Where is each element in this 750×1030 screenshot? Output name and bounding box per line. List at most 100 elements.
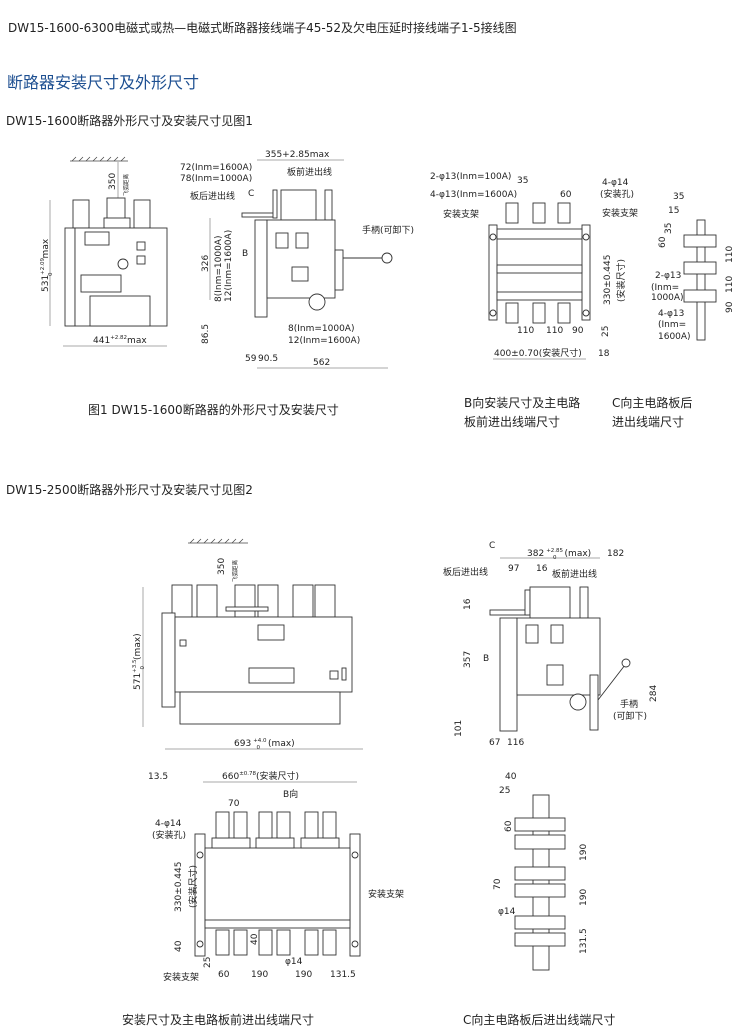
arc-distance-label: 飞弧距离 — [231, 559, 239, 582]
view-c-marker: C — [489, 541, 495, 551]
b-view-caption: 安装尺寸及主电路板前进出线端尺寸 — [122, 1012, 314, 1027]
dim-330: 330±0.445 — [603, 255, 613, 305]
dim-25: 25 — [601, 326, 611, 337]
dim-72: 72(Inm=1600A) — [180, 163, 252, 173]
dim-59: 59 — [245, 354, 257, 364]
c-view-caption: C向主电路板后进出线端尺寸 — [463, 1012, 615, 1027]
arc-distance-label: 飞弧距离 — [122, 173, 130, 196]
fig1-b-view: 2-φ13(Inm=100A) 4-φ13(Inm=1600A) 35 60 4… — [430, 172, 638, 360]
bracket-left-label: 安装支架 — [443, 208, 479, 220]
dim-v40-b: 40 — [250, 933, 260, 945]
dim-78: 78(Inm=1000A) — [180, 174, 252, 184]
dim-v284: 284 — [649, 685, 659, 702]
hole-note-2: 2-φ13 — [655, 271, 681, 281]
dim-arc-distance: 350 — [108, 173, 118, 190]
dim-12-bottom: 12(Inm=1600A) — [288, 336, 360, 346]
dim-67: 67 — [489, 738, 500, 748]
dim-25: 25 — [499, 786, 510, 796]
dim-depth: 355+2.85max — [265, 150, 330, 160]
hole-note-4b: 1600A) — [658, 332, 691, 342]
dim-330-note: (安装尺寸) — [615, 259, 627, 302]
dim-v110-a: 110 — [725, 246, 735, 263]
bracket-right-label: 安装支架 — [602, 207, 638, 219]
hole-note-4: 4-φ13(Inm=1600A) — [430, 190, 517, 200]
dim-phi14: φ14 — [498, 907, 516, 917]
mount-holes-note: (安装孔) — [152, 829, 186, 841]
handle-label: 手柄 — [620, 698, 638, 710]
handle-label: 手柄(可卸下) — [362, 224, 414, 236]
rear-wiring-label: 板后进出线 — [190, 190, 235, 202]
front-wiring-label: 板前进出线 — [287, 166, 332, 178]
bracket-right-label: 安装支架 — [368, 888, 404, 900]
dim-35: 35 — [517, 176, 528, 186]
fig2-c-view: 40 25 60 190 70 190 φ14 131.5 — [493, 772, 589, 971]
dim-110-b: 110 — [546, 326, 563, 336]
dim-400: 400±0.70(安装尺寸) — [494, 347, 582, 359]
dim-97: 97 — [508, 564, 519, 574]
dim-v357: 357 — [463, 651, 473, 668]
dim-70: 70 — [228, 799, 240, 809]
view-c-marker: C — [248, 189, 254, 199]
top-terminals — [215, 811, 337, 839]
dim-330-note: (安装尺寸) — [187, 865, 199, 908]
rear-wiring-label: 板后进出线 — [443, 566, 488, 578]
dim-v190-b: 190 — [579, 889, 589, 906]
dim-90: 90 — [572, 326, 584, 336]
hole-note-2: 2-φ13(Inm=100A) — [430, 172, 511, 182]
dim-v60: 60 — [658, 236, 668, 248]
dim-v101: 101 — [454, 720, 464, 737]
section-heading: 断路器安装尺寸及外形尺寸 — [7, 73, 199, 92]
dim-116: 116 — [507, 738, 524, 748]
dim-182: 182 — [607, 549, 624, 559]
dim-35: 35 — [673, 192, 684, 202]
hole-note-2b: 1000A) — [651, 293, 684, 303]
dim-86-5: 86.5 — [201, 324, 211, 344]
dim-13-5: 13.5 — [148, 772, 168, 782]
view-b-marker: B — [242, 249, 248, 259]
figure1-caption: 图1 DW15-1600断路器的外形尺寸及安装尺寸 — [88, 402, 339, 417]
bottom-terminals — [215, 929, 337, 956]
b-view-caption-2: 板前进出线端尺寸 — [464, 414, 560, 429]
dim-v110-b: 110 — [725, 276, 735, 293]
dim-330: 330±0.445 — [174, 862, 184, 912]
bracket-left-label: 安装支架 — [163, 971, 199, 983]
dim-v40-a: 40 — [174, 940, 184, 952]
dim-60: 60 — [560, 190, 572, 200]
dim-phi14: φ14 — [285, 957, 303, 967]
dim-v16: 16 — [463, 598, 473, 610]
b-view-caption-1: B向安装尺寸及主电路 — [464, 395, 580, 410]
hole-note-4a: (Inm= — [658, 320, 686, 330]
dim-8-1000a: 8(Inm=1000A) — [214, 236, 224, 302]
mount-holes-note: (安装孔) — [600, 188, 634, 200]
breaker-body — [266, 219, 336, 299]
dim-8-bottom: 8(Inm=1000A) — [288, 324, 354, 334]
fig1-c-view: 35 15 35 60 110 110 90 2-φ13 (Inm= 1000A… — [651, 192, 735, 342]
breaker-body — [204, 847, 351, 926]
dim-v60: 60 — [504, 820, 514, 832]
dim-12-1600a: 12(Inm=1600A) — [224, 230, 234, 302]
dim-arc-distance: 350 — [217, 558, 227, 575]
dim-15: 15 — [668, 206, 679, 216]
front-wiring-label: 板前进出线 — [552, 568, 597, 580]
handle-note: (可卸下) — [613, 710, 647, 722]
c-view-caption-2: 进出线端尺寸 — [612, 415, 684, 429]
b-direction-label: B向 — [283, 788, 298, 800]
dim-v190-a: 190 — [579, 844, 589, 861]
view-b-marker: B — [483, 654, 489, 664]
hole-note-4: 4-φ13 — [658, 309, 684, 319]
dim-v70: 70 — [493, 878, 503, 890]
dim-190-a: 190 — [251, 970, 268, 980]
mount-holes: 4-φ14 — [602, 178, 629, 188]
fig1-side-view: 355+2.85max 72(Inm=1600A) 78(Inm=1000A) … — [180, 150, 414, 369]
dim-18: 18 — [598, 349, 610, 359]
dim-v25: 25 — [203, 957, 213, 968]
c-view-caption-1: C向主电路板后 — [612, 395, 692, 410]
page-title: DW15-1600-6300电磁式或热—电磁式断路器接线端子45-52及欠电压延… — [8, 20, 517, 35]
dim-v90: 90 — [725, 301, 735, 313]
